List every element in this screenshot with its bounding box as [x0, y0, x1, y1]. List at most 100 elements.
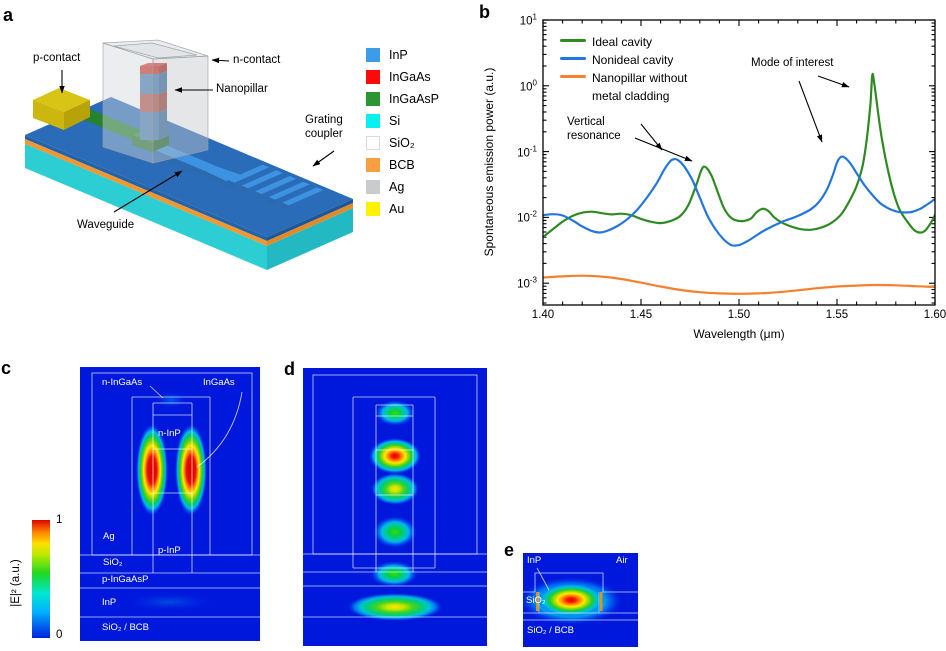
- mode-of-interest-arrow-2: [798, 80, 823, 143]
- pedestal-side: [152, 135, 169, 152]
- inp-leader-line: [536, 567, 550, 591]
- waveguide-taper: [205, 166, 241, 181]
- panel-b-annotation-arrows: [634, 75, 850, 162]
- grating-bar: [255, 176, 297, 195]
- material-swatch: [366, 180, 380, 194]
- legend-entry-label: Nanopillar without metal cladding: [592, 71, 688, 103]
- material-label: InP: [389, 48, 408, 62]
- grating-bar-side: [255, 191, 262, 200]
- pillar-outline: [152, 402, 193, 573]
- x-tick-label: 1.60: [923, 309, 946, 321]
- n-contact-label: n-contact: [233, 54, 281, 66]
- x-tick-label: 1.45: [629, 309, 653, 321]
- x-tick-label: 1.50: [727, 309, 751, 321]
- field-lobe: [371, 473, 419, 505]
- material-swatch: [366, 114, 380, 128]
- sidewall-field-sliver: [536, 592, 539, 611]
- material-legend-item: SiO₂: [366, 132, 439, 154]
- ridge-outline: [523, 572, 638, 593]
- nanopillar-stack: [132, 63, 169, 152]
- pillar-cap-side: [159, 63, 167, 74]
- mode-of-interest-annotation: Mode of interest: [751, 57, 834, 69]
- field-lobe-hot: [369, 438, 421, 474]
- x-tick-label: 1.40: [531, 309, 555, 321]
- pillar-inp-segment: [140, 112, 159, 140]
- material-label: Si: [389, 114, 401, 128]
- pillar-ingaas-segment-side: [159, 91, 167, 112]
- series-ideal-cavity: [543, 72, 935, 239]
- y-axis-label: Spontaneous emission power (a.u.): [482, 67, 496, 257]
- y-tick-label: 10-1: [517, 144, 537, 160]
- field-lobe: [373, 516, 417, 548]
- y-tick-label: 10-2: [517, 209, 537, 225]
- structure-outlines-c: [80, 372, 260, 618]
- legend-line-swatch: [560, 75, 586, 78]
- field-lobe: [370, 561, 418, 587]
- p-inp-label: p-InP: [158, 545, 181, 556]
- field-lobe-waveguide: [347, 593, 443, 621]
- legend-entry-label: Ideal cavity: [592, 35, 653, 49]
- grating-bar-side: [268, 197, 275, 205]
- pillar-segment-lines: [376, 415, 413, 496]
- vertical-resonance-annotation: Vertical resonance: [567, 116, 621, 142]
- pillar-liner-outline: [131, 396, 211, 555]
- inp-label: InP: [102, 597, 117, 608]
- field-map-d: [303, 368, 487, 646]
- field-lobe: [375, 400, 415, 426]
- colorbar-axis-label: |E|² (a.u.): [10, 559, 22, 607]
- layer-lines: [303, 553, 487, 618]
- material-label: BCB: [389, 158, 415, 172]
- pillar-outline: [375, 404, 414, 572]
- n-ingaas-leader-line: [149, 385, 164, 399]
- pedestal-front: [132, 135, 152, 152]
- y-tick-label: 10-3: [517, 275, 537, 291]
- gold-p-contact: [33, 88, 90, 130]
- x-axis-label: Wavelength (μm): [693, 327, 785, 341]
- waveguide-taper-side: [205, 171, 226, 186]
- pillar-ingaas-segment: [140, 94, 159, 112]
- material-swatch: [366, 48, 380, 62]
- y-tick-label: 101: [519, 12, 537, 28]
- colorbar: [32, 520, 50, 638]
- material-label: Ag: [389, 180, 405, 194]
- material-legend-item: Au: [366, 198, 439, 220]
- waveguide-ridge: [150, 143, 216, 171]
- slab-inp-front-face: [25, 135, 267, 241]
- pillar-liner-outline: [352, 396, 436, 569]
- pillar-cap: [140, 66, 159, 74]
- material-label: SiO₂: [389, 136, 415, 150]
- gold-side: [64, 100, 90, 130]
- field-lobe: [155, 391, 187, 409]
- vertical-resonance-arrow-1: [640, 123, 663, 151]
- field-map-d-lobes: [347, 400, 443, 621]
- material-swatch: [366, 136, 380, 150]
- material-swatch: [366, 70, 380, 84]
- n-inp-label: n-InP: [158, 428, 181, 439]
- air-label: Air: [616, 555, 628, 566]
- material-label: InGaAsP: [389, 92, 440, 106]
- grating-bar: [241, 170, 283, 189]
- structure-outlines-d: [303, 374, 487, 618]
- sio2-label: SiO₂: [103, 557, 123, 568]
- gold-top: [33, 88, 90, 112]
- inp-label-e: InP: [527, 555, 542, 566]
- field-map-c: [80, 367, 260, 641]
- material-legend-item: InGaAsP: [366, 88, 439, 110]
- mode-of-interest-arrow-1: [817, 75, 850, 88]
- panel-label-e: e: [504, 540, 515, 560]
- pillar-inp-segment-side: [159, 109, 167, 140]
- grating-bar: [282, 187, 324, 206]
- layer-lines: [523, 612, 638, 621]
- p-contact-label: p-contact: [33, 52, 81, 64]
- ingaas-leader-line: [196, 391, 243, 468]
- grating-coupler-arrow: [312, 150, 335, 167]
- ag-label: Ag: [103, 531, 115, 542]
- gold-front: [33, 100, 64, 130]
- sio2-label-e: SiO₂: [526, 595, 546, 606]
- field-lobe: [125, 593, 215, 611]
- silver-box-front: [102, 42, 154, 164]
- field-map-e: [523, 553, 638, 647]
- material-legend-item: BCB: [366, 154, 439, 176]
